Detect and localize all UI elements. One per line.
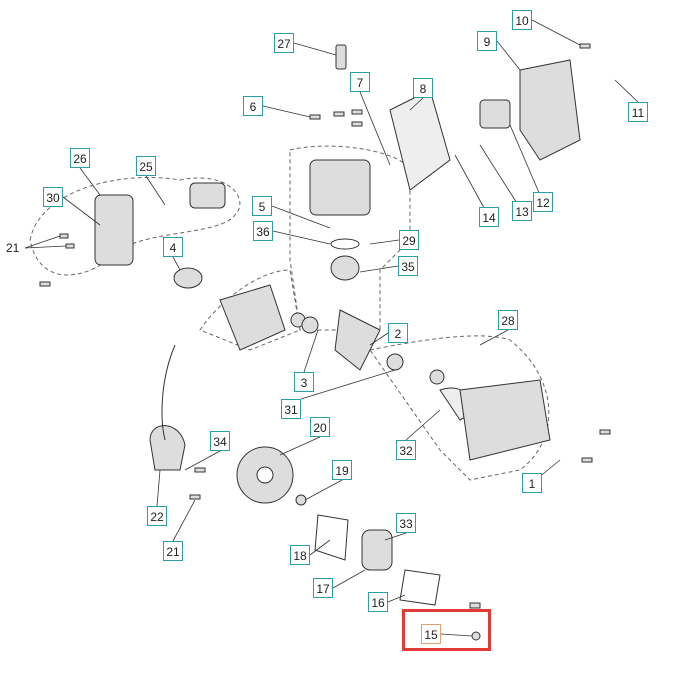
- bolt-upper: [469, 602, 481, 609]
- ignition-wire: [161, 344, 176, 441]
- callout-33[interactable]: 33: [396, 513, 416, 533]
- callout-14[interactable]: 14: [479, 207, 499, 227]
- piston-ring: [330, 238, 360, 250]
- callout-35[interactable]: 35: [398, 256, 418, 276]
- seal: [301, 316, 319, 334]
- gasket-18: [314, 514, 349, 561]
- selected-part-highlight: [402, 609, 491, 651]
- callout-16[interactable]: 16: [368, 592, 388, 612]
- callout-4[interactable]: 4: [163, 237, 183, 257]
- callout-2[interactable]: 2: [388, 323, 408, 343]
- leader-lines: [24, 19, 639, 637]
- cover-16: [399, 569, 441, 606]
- callout-11[interactable]: 11: [628, 102, 648, 122]
- callout-5[interactable]: 5: [252, 196, 272, 216]
- callout-1[interactable]: 1: [522, 473, 542, 493]
- callout-15[interactable]: 15: [421, 624, 441, 644]
- callout-6[interactable]: 6: [243, 96, 263, 116]
- callout-30[interactable]: 30: [43, 187, 63, 207]
- callout-36[interactable]: 36: [253, 221, 273, 241]
- muffler: [94, 194, 134, 266]
- callout-21[interactable]: 21: [163, 541, 183, 561]
- callout-7[interactable]: 7: [350, 72, 370, 92]
- crankcase-right: [459, 379, 551, 461]
- crankcase-left: [219, 284, 286, 351]
- seal-right: [429, 369, 445, 385]
- callout-31[interactable]: 31: [281, 399, 301, 419]
- callout-34[interactable]: 34: [210, 431, 230, 451]
- assembly-outlines: [29, 145, 550, 481]
- callout-21-muffler[interactable]: 21: [6, 241, 20, 255]
- parts: [39, 43, 611, 641]
- callout-28[interactable]: 28: [498, 310, 518, 330]
- callout-3[interactable]: 3: [294, 372, 314, 392]
- flange: [189, 182, 226, 209]
- callout-12[interactable]: 12: [533, 192, 553, 212]
- callout-17[interactable]: 17: [313, 578, 333, 598]
- screws: [39, 43, 611, 500]
- clutch: [361, 529, 393, 571]
- callout-26[interactable]: 26: [70, 148, 90, 168]
- ignition-coil: [149, 425, 186, 471]
- callout-10[interactable]: 10: [512, 10, 532, 30]
- cylinder: [309, 159, 371, 216]
- callout-25[interactable]: 25: [136, 156, 156, 176]
- callout-22[interactable]: 22: [147, 506, 167, 526]
- bearing-right: [386, 353, 404, 371]
- callout-32[interactable]: 32: [396, 440, 416, 460]
- callout-20[interactable]: 20: [310, 417, 330, 437]
- piston: [330, 255, 360, 281]
- callout-9[interactable]: 9: [477, 31, 497, 51]
- part-4: [173, 267, 203, 289]
- callout-19[interactable]: 19: [332, 460, 352, 480]
- callout-18[interactable]: 18: [290, 545, 310, 565]
- plate: [389, 89, 451, 191]
- callout-29[interactable]: 29: [399, 230, 419, 250]
- carburetor: [479, 99, 511, 129]
- spark-plug: [335, 44, 347, 70]
- callout-8[interactable]: 8: [413, 78, 433, 98]
- callout-27[interactable]: 27: [274, 33, 294, 53]
- nut-19: [295, 494, 307, 506]
- air-filter-housing: [519, 59, 581, 161]
- callout-13[interactable]: 13: [512, 201, 532, 221]
- crankshaft: [334, 309, 381, 371]
